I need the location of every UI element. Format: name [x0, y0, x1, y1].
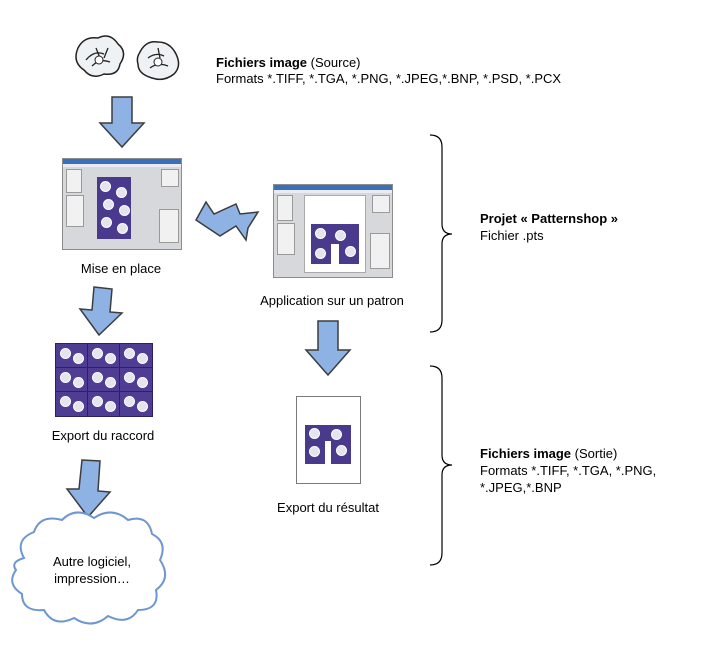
image-file-icon	[136, 40, 180, 81]
step-export-tile-label: Export du raccord	[51, 428, 155, 443]
tile	[55, 367, 89, 393]
step-setup-label: Mise en place	[80, 261, 162, 276]
window-titlebar	[274, 185, 392, 190]
tile	[119, 343, 153, 369]
arrow-down-icon	[65, 459, 112, 519]
shorts-leg-left	[305, 440, 325, 464]
layers-panel	[277, 223, 295, 255]
tile	[119, 367, 153, 393]
step-export-result-label: Export du résultat	[277, 500, 379, 515]
image-file-icon	[75, 35, 125, 77]
project-title: Projet « Patternshop »	[480, 211, 618, 226]
output-formats-line1: Formats *.TIFF, *.TGA, *.PNG,	[480, 463, 657, 478]
shorts-leg-left	[311, 242, 331, 264]
bracket-project	[429, 134, 453, 333]
cloud-label: Autre logiciel, impression…	[52, 554, 132, 586]
pattern-screenshot	[273, 184, 393, 278]
canvas-area	[304, 195, 366, 273]
tile	[55, 343, 89, 369]
source-title: Fichiers image (Source)	[216, 54, 361, 71]
shorts-waist	[305, 425, 351, 441]
output-title-rest: (Sortie)	[571, 446, 618, 461]
result-preview	[296, 396, 361, 484]
window-menubar	[63, 164, 181, 167]
shorts-waist	[311, 224, 359, 244]
navigator-panel	[161, 169, 179, 187]
navigator-panel	[372, 195, 390, 213]
source-formats: Formats *.TIFF, *.TGA, *.PNG, *.JPEG,*.B…	[216, 71, 562, 86]
bracket-output	[429, 365, 453, 566]
output-title-bold: Fichiers image	[480, 446, 572, 461]
properties-panel	[159, 209, 179, 243]
arrow-down-icon	[98, 96, 146, 149]
properties-panel	[370, 233, 390, 269]
tile	[87, 343, 121, 369]
setup-screenshot	[62, 158, 182, 250]
output-title: Fichiers image (Sortie)	[480, 445, 617, 462]
window-menubar	[274, 190, 392, 193]
window-titlebar	[63, 159, 181, 164]
cloud-shape	[11, 511, 167, 625]
step-pattern-label: Application sur un patron	[260, 293, 404, 308]
tile	[55, 391, 89, 417]
shorts-leg-right	[331, 440, 351, 464]
fabric-preview	[97, 177, 131, 239]
arrow-down-icon	[304, 320, 352, 377]
layers-panel	[66, 195, 84, 227]
tile	[87, 391, 121, 417]
arrow-right-icon	[195, 200, 260, 242]
tile-grid	[55, 343, 153, 417]
project-file: Fichier .pts	[480, 228, 544, 243]
tool-panel	[66, 169, 82, 193]
source-title-rest: (Source)	[307, 55, 361, 70]
arrow-down-icon	[78, 286, 124, 337]
tool-panel	[277, 195, 293, 221]
output-formats-line2: *.JPEG,*.BNP	[480, 480, 562, 495]
tile	[119, 391, 153, 417]
source-title-bold: Fichiers image	[216, 55, 308, 70]
tile	[87, 367, 121, 393]
shorts-leg-right	[339, 242, 359, 264]
